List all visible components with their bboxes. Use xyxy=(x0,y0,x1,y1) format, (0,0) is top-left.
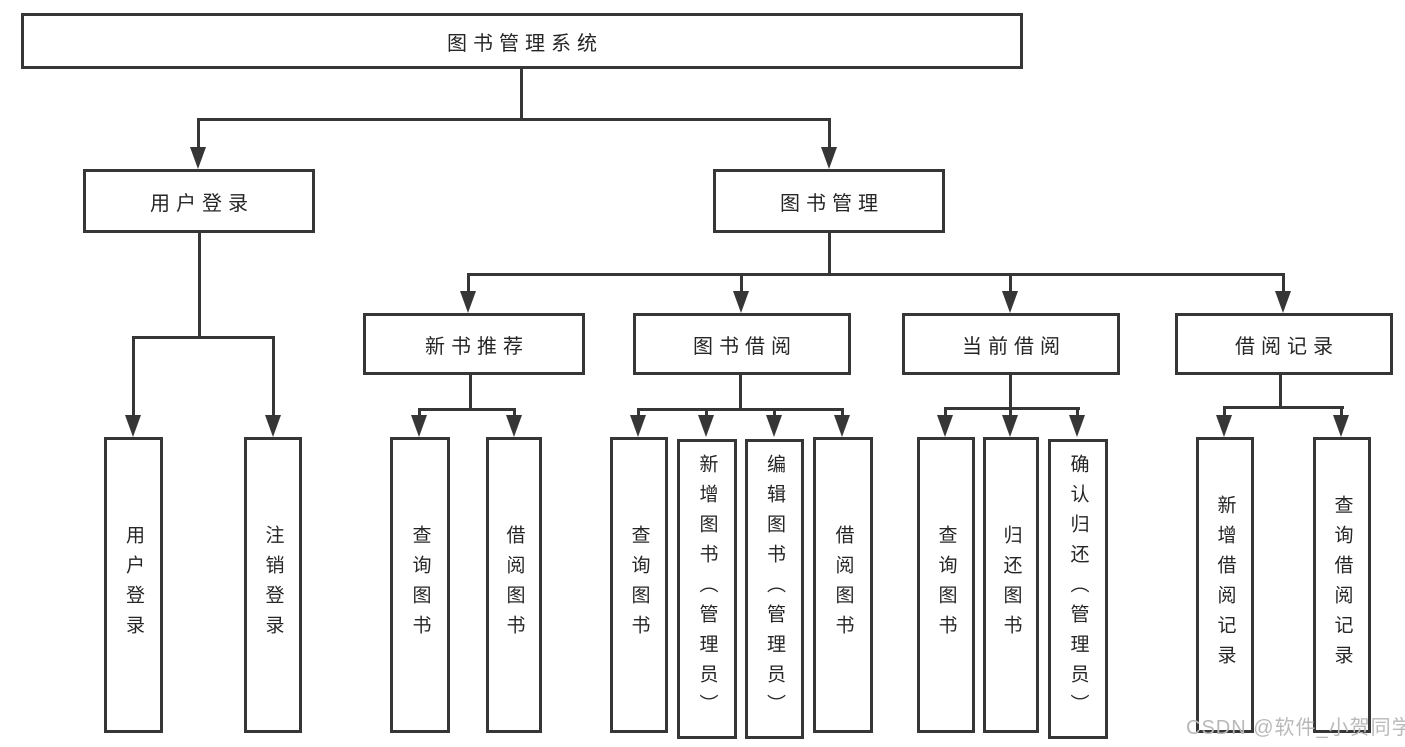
connector-drop xyxy=(637,408,640,416)
connector-level1-hline xyxy=(197,118,831,121)
arrow-down-icon xyxy=(265,415,281,437)
connector-current-borrow-stem xyxy=(1009,375,1012,407)
connector-borrow-records-hline xyxy=(1223,406,1344,409)
leaf-cb-return-books: 归还图书 xyxy=(983,437,1039,733)
node-book-mgmt-label: 图书管理 xyxy=(780,192,884,215)
connector-drop-leaf-login xyxy=(132,336,135,416)
arrow-down-icon xyxy=(125,415,141,437)
connector-root-stem xyxy=(520,69,523,118)
leaf-bb-add-book-admin: 新增图书（管理员） xyxy=(677,439,737,739)
connector-book-mgmt-stem xyxy=(828,233,831,273)
connector-user-login-hline xyxy=(132,336,275,339)
connector-drop-book-mgmt xyxy=(828,118,831,148)
connector-drop-user-login xyxy=(197,118,200,148)
arrow-down-icon xyxy=(698,415,714,437)
connector-drop xyxy=(1223,406,1226,416)
arrow-down-icon xyxy=(937,415,953,437)
connector-drop xyxy=(1076,407,1079,416)
leaf-bb-edit-book-admin: 编辑图书（管理员） xyxy=(745,439,804,739)
connector-drop-book-borrow xyxy=(740,273,743,292)
arrow-down-icon xyxy=(733,291,749,313)
arrow-down-icon xyxy=(411,415,427,437)
leaf-br-add-record: 新增借阅记录 xyxy=(1196,437,1254,733)
csdn-watermark: CSDN @软件_小贺同学 xyxy=(1186,717,1405,739)
arrow-down-icon xyxy=(1216,415,1232,437)
connector-drop xyxy=(513,408,516,416)
node-borrow-records: 借阅记录 xyxy=(1175,313,1393,375)
arrow-down-icon xyxy=(190,147,206,169)
connector-user-login-stem xyxy=(198,233,201,336)
arrow-down-icon xyxy=(766,415,782,437)
connector-drop xyxy=(1009,407,1012,416)
arrow-down-icon xyxy=(1275,291,1291,313)
leaf-nb-borrow-books: 借阅图书 xyxy=(486,437,542,733)
arrow-down-icon xyxy=(821,147,837,169)
connector-drop xyxy=(773,408,776,416)
connector-new-book-stem xyxy=(469,375,472,408)
node-root-label: 图书管理系统 xyxy=(447,32,603,55)
leaf-cb-confirm-return-admin: 确认归还（管理员） xyxy=(1048,439,1108,739)
leaf-cb-query-books: 查询图书 xyxy=(917,437,975,733)
node-book-mgmt: 图书管理 xyxy=(713,169,945,233)
leaf-nb-query-books: 查询图书 xyxy=(390,437,450,733)
leaf-bb-borrow-books: 借阅图书 xyxy=(813,437,873,733)
node-new-book-recommend-label: 新书推荐 xyxy=(425,335,529,358)
arrow-down-icon xyxy=(630,415,646,437)
arrow-down-icon xyxy=(506,415,522,437)
arrow-down-icon xyxy=(834,415,850,437)
node-new-book-recommend: 新书推荐 xyxy=(363,313,585,375)
leaf-bb-query-books: 查询图书 xyxy=(610,437,668,733)
leaf-br-query-record: 查询借阅记录 xyxy=(1313,437,1371,733)
connector-new-book-hline xyxy=(418,408,516,411)
node-book-borrow: 图书借阅 xyxy=(633,313,851,375)
connector-drop-leaf-logout xyxy=(272,336,275,416)
arrow-down-icon xyxy=(460,291,476,313)
leaf-logout: 注销登录 xyxy=(244,437,302,733)
arrow-down-icon xyxy=(1002,415,1018,437)
node-borrow-records-label: 借阅记录 xyxy=(1235,335,1339,358)
connector-drop xyxy=(944,407,947,416)
node-current-borrow-label: 当前借阅 xyxy=(962,335,1066,358)
connector-drop xyxy=(418,408,421,416)
node-user-login-label: 用户登录 xyxy=(150,192,254,215)
connector-drop xyxy=(705,408,708,416)
node-current-borrow: 当前借阅 xyxy=(902,313,1120,375)
connector-current-borrow-hline xyxy=(944,407,1080,410)
connector-drop xyxy=(1340,406,1343,416)
node-root: 图书管理系统 xyxy=(21,13,1023,69)
connector-borrow-records-stem xyxy=(1279,375,1282,406)
arrow-down-icon xyxy=(1069,415,1085,437)
leaf-user-login: 用户登录 xyxy=(104,437,163,733)
connector-level2-hline xyxy=(467,273,1285,276)
connector-drop xyxy=(841,408,844,416)
connector-drop-new-book xyxy=(467,273,470,292)
arrow-down-icon xyxy=(1333,415,1349,437)
connector-drop-borrow-records xyxy=(1282,273,1285,292)
connector-book-borrow-stem xyxy=(739,375,742,408)
arrow-down-icon xyxy=(1002,291,1018,313)
connector-drop-current-borrow xyxy=(1009,273,1012,292)
connector-book-borrow-hline xyxy=(637,408,843,411)
node-book-borrow-label: 图书借阅 xyxy=(693,335,797,358)
node-user-login: 用户登录 xyxy=(83,169,315,233)
